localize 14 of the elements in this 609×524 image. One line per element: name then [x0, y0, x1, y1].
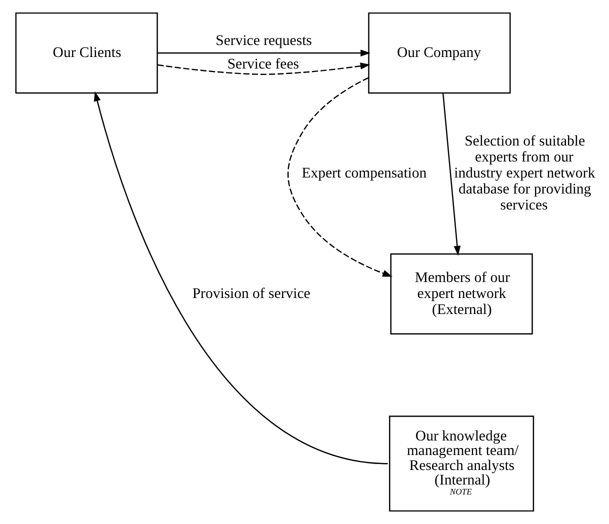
arrow: [442, 93, 461, 256]
edge-label: Service fees: [227, 56, 300, 73]
edge-label: Service requests: [216, 33, 312, 50]
arrow: [94, 91, 388, 464]
edge-label: Provision of service: [192, 286, 310, 302]
arrow: [287, 77, 392, 277]
node-box: Our knowledge management team/ Research analysts (Internal) NOTE: [389, 416, 534, 512]
arrow: [158, 62, 370, 75]
arrow: [158, 50, 370, 56]
edge-label: Selection of suitable experts from our industry expert network database for providing services: [454, 133, 596, 214]
node-box: Our Company: [368, 12, 511, 94]
node-box: Our Clients: [15, 12, 158, 94]
edge-label: Expert compensation: [302, 165, 427, 182]
node-box: Members of our expert network (External): [390, 253, 533, 335]
